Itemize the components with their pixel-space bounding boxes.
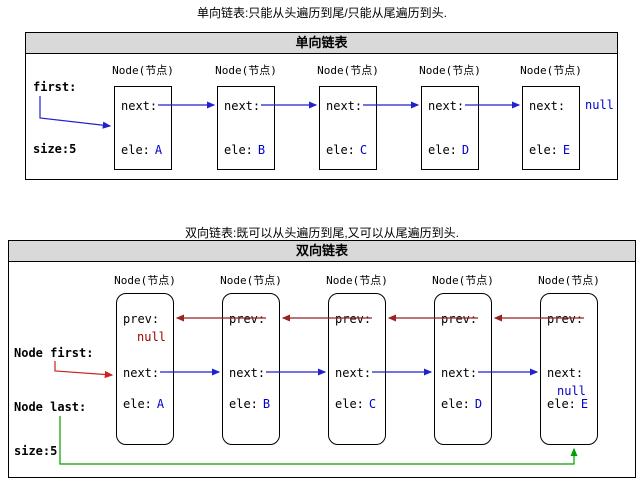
node-box: prev: next: null ele: E bbox=[540, 293, 598, 445]
ele-value: A bbox=[156, 397, 165, 411]
doubly-size-label: size:5 bbox=[14, 444, 58, 458]
ele-value: B bbox=[257, 143, 266, 157]
ele-label: ele: bbox=[229, 397, 258, 411]
ele-label: ele: bbox=[428, 143, 457, 157]
prev-field: prev: bbox=[229, 312, 266, 326]
next-field: next: bbox=[123, 366, 160, 380]
doubly-caption: 双向链表:既可以从头遍历到尾,又可以从尾遍历到头. bbox=[184, 226, 459, 240]
prev-null-label: null bbox=[137, 330, 166, 344]
first-pointer-label: first: bbox=[33, 80, 77, 94]
node-title: Node(节点) bbox=[520, 64, 582, 77]
ele-label: ele: bbox=[123, 397, 152, 411]
ele-value: E bbox=[562, 143, 571, 157]
ele-field: ele: E bbox=[547, 397, 588, 411]
prev-field: prev: bbox=[335, 312, 372, 326]
prev-field: prev: bbox=[441, 312, 478, 326]
ele-field: ele: C bbox=[335, 397, 376, 411]
prev-field: prev: bbox=[547, 312, 584, 326]
ele-field: ele: B bbox=[224, 143, 265, 157]
ele-value: A bbox=[154, 143, 163, 157]
node-box: prev: next: ele: D bbox=[434, 293, 492, 445]
ele-value: D bbox=[474, 397, 483, 411]
ele-field: ele: B bbox=[229, 397, 270, 411]
ele-field: ele: A bbox=[121, 143, 162, 157]
node-title: Node(节点) bbox=[432, 274, 494, 287]
node-title: Node(节点) bbox=[114, 274, 176, 287]
node-box: prev: next: ele: C bbox=[328, 293, 386, 445]
next-field: next: bbox=[326, 99, 363, 113]
ele-label: ele: bbox=[224, 143, 253, 157]
ele-label: ele: bbox=[547, 397, 576, 411]
next-field: next: bbox=[335, 366, 372, 380]
ele-value: E bbox=[580, 397, 589, 411]
doubly-panel-title: 双向链表 bbox=[9, 241, 635, 262]
node-title: Node(节点) bbox=[215, 64, 277, 77]
next-field: next: bbox=[441, 366, 478, 380]
singly-null-label: null bbox=[585, 98, 614, 112]
doubly-node-2: Node(节点) prev: next: ele: B bbox=[216, 274, 286, 445]
singly-node-1: Node(节点) next: ele: A bbox=[108, 64, 178, 170]
node-box: prev: next: ele: B bbox=[222, 293, 280, 445]
singly-size-label: size:5 bbox=[33, 142, 77, 156]
ele-value: B bbox=[262, 397, 271, 411]
node-last-pointer-label: Node last: bbox=[14, 400, 87, 414]
node-title: Node(节点) bbox=[326, 274, 388, 287]
next-null-label: null bbox=[557, 384, 586, 398]
singly-node-4: Node(节点) next: ele: D bbox=[415, 64, 485, 170]
next-field: next: bbox=[224, 99, 261, 113]
ele-field: ele: C bbox=[326, 143, 367, 157]
ele-field: ele: E bbox=[529, 143, 570, 157]
node-title: Node(节点) bbox=[538, 274, 600, 287]
ele-label: ele: bbox=[121, 143, 150, 157]
node-first-pointer-label: Node first: bbox=[14, 346, 94, 360]
ele-value: D bbox=[461, 143, 470, 157]
singly-caption: 单向链表:只能从头遍历到尾/只能从尾遍历到头. bbox=[196, 6, 447, 20]
ele-field: ele: D bbox=[428, 143, 469, 157]
ele-label: ele: bbox=[335, 397, 364, 411]
doubly-node-1: Node(节点) prev: null next: ele: A bbox=[110, 274, 180, 445]
next-field: next: bbox=[121, 99, 158, 113]
next-field: next: bbox=[428, 99, 465, 113]
ele-field: ele: A bbox=[123, 397, 164, 411]
singly-node-3: Node(节点) next: ele: C bbox=[313, 64, 383, 170]
node-box: next: ele: D bbox=[421, 86, 479, 170]
doubly-node-5: Node(节点) prev: next: null ele: E bbox=[534, 274, 604, 445]
ele-value: C bbox=[359, 143, 368, 157]
ele-field: ele: D bbox=[441, 397, 482, 411]
node-title: Node(节点) bbox=[419, 64, 481, 77]
node-box: next: ele: A bbox=[114, 86, 172, 170]
node-box: next: ele: E bbox=[522, 86, 580, 170]
node-box: prev: null next: ele: A bbox=[116, 293, 174, 445]
doubly-node-3: Node(节点) prev: next: ele: C bbox=[322, 274, 392, 445]
prev-field: prev: bbox=[123, 312, 160, 326]
doubly-node-4: Node(节点) prev: next: ele: D bbox=[428, 274, 498, 445]
node-title: Node(节点) bbox=[112, 64, 174, 77]
next-field: next: bbox=[229, 366, 266, 380]
node-title: Node(节点) bbox=[317, 64, 379, 77]
node-title: Node(节点) bbox=[220, 274, 282, 287]
node-box: next: ele: B bbox=[217, 86, 275, 170]
singly-panel-title: 单向链表 bbox=[26, 33, 617, 54]
singly-node-2: Node(节点) next: ele: B bbox=[211, 64, 281, 170]
next-field: next: bbox=[529, 99, 566, 113]
ele-label: ele: bbox=[326, 143, 355, 157]
next-field: next: bbox=[547, 366, 584, 380]
ele-value: C bbox=[368, 397, 377, 411]
singly-node-5: Node(节点) next: ele: E bbox=[516, 64, 586, 170]
ele-label: ele: bbox=[529, 143, 558, 157]
ele-label: ele: bbox=[441, 397, 470, 411]
node-box: next: ele: C bbox=[319, 86, 377, 170]
